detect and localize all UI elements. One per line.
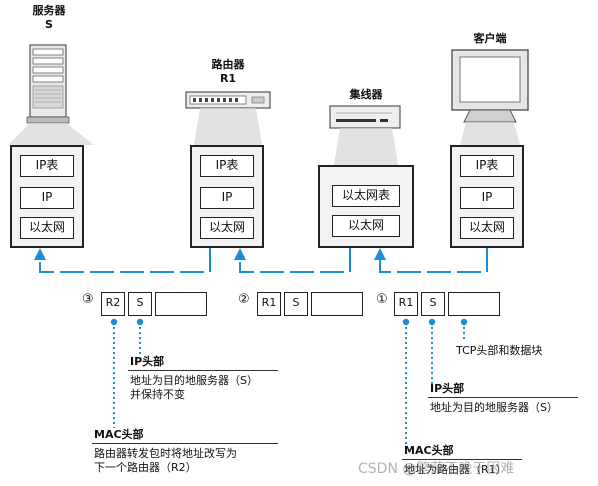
client-title: 客户端 — [473, 32, 507, 45]
packet-1-mac-body: 地址为路由器（R1） — [404, 463, 507, 476]
server-projection — [8, 123, 94, 145]
packet-3-ip-line2: 并保持不变 — [130, 388, 185, 401]
packet-2-marker: ② — [238, 292, 250, 307]
server-layer-ip-table: IP表 — [20, 155, 74, 177]
client-monitor-icon — [451, 49, 529, 123]
watermark: CSDN @繁荣不晚于困难 — [358, 461, 515, 477]
packet-2-mac-field: R1 — [257, 292, 281, 316]
packet-2-ip-field: S — [284, 292, 308, 316]
hub-icon — [329, 105, 401, 129]
hub-layer-ethernet: 以太网 — [332, 215, 400, 237]
server-title: 服务器 — [32, 4, 66, 17]
hub-layer-ethernet-table: 以太网表 — [332, 185, 400, 207]
packet-3-payload-field — [155, 292, 207, 316]
packet-3-mac-underline — [92, 443, 278, 444]
packet-1-ip-underline — [428, 397, 578, 398]
server-layer-ip: IP — [20, 187, 74, 209]
router-layer-ethernet: 以太网 — [200, 217, 254, 239]
tcp-note: TCP头部和数据块 — [456, 344, 543, 357]
flow-path — [34, 248, 488, 273]
router-layer-ip: IP — [200, 187, 254, 209]
server-stack: IP表 IP 以太网 — [10, 145, 84, 248]
client-stack: IP表 IP 以太网 — [450, 145, 524, 248]
packet-3-ip-line1: 地址为目的地服务器（S） — [130, 374, 258, 387]
hub-title: 集线器 — [349, 88, 383, 101]
packet-3-ip-title: IP头部 — [130, 355, 165, 368]
packet-3-mac-line2: 下一个路由器（R2） — [94, 461, 197, 474]
packet-3-ip-field: S — [128, 292, 152, 316]
server-icon — [26, 44, 70, 124]
router-layer-ip-table: IP表 — [200, 155, 254, 177]
packet-1-mac-underline — [402, 459, 522, 460]
packet-1-mac-field: R1 — [394, 292, 418, 316]
client-layer-ip: IP — [460, 187, 514, 209]
server-subtitle: S — [45, 18, 53, 31]
callout-dots — [110, 318, 468, 326]
client-layer-ethernet: 以太网 — [460, 217, 514, 239]
server-layer-ethernet: 以太网 — [20, 217, 74, 239]
router-icon — [185, 91, 271, 109]
packet-2-payload-field — [311, 292, 363, 316]
packet-1-mac-title: MAC头部 — [404, 444, 454, 457]
hub-stack: 以太网表 以太网 — [318, 165, 414, 248]
router-stack: IP表 IP 以太网 — [190, 145, 264, 248]
packet-3-mac-field: R2 — [101, 292, 125, 316]
packet-1-payload-field — [448, 292, 500, 316]
hub-projection — [334, 128, 398, 165]
packet-3-mac-line1: 路由器转发包时将地址改写为 — [94, 447, 237, 460]
packet-1-ip-body: 地址为目的地服务器（S） — [430, 401, 558, 414]
packet-1-ip-title: IP头部 — [430, 382, 465, 395]
packet-3-ip-underline — [128, 370, 278, 371]
layer-chip-pattern — [18, 156, 516, 206]
router-subtitle: R1 — [219, 72, 237, 85]
router-title: 路由器 — [211, 58, 245, 71]
packet-3-mac-title: MAC头部 — [94, 428, 144, 441]
packet-1-ip-field: S — [421, 292, 445, 316]
packet-3-marker: ③ — [82, 292, 94, 307]
client-layer-ip-table: IP表 — [460, 155, 514, 177]
field-callouts — [113, 322, 465, 448]
router-projection — [194, 108, 262, 145]
packet-1-marker: ① — [376, 292, 388, 307]
client-projection — [460, 122, 520, 145]
